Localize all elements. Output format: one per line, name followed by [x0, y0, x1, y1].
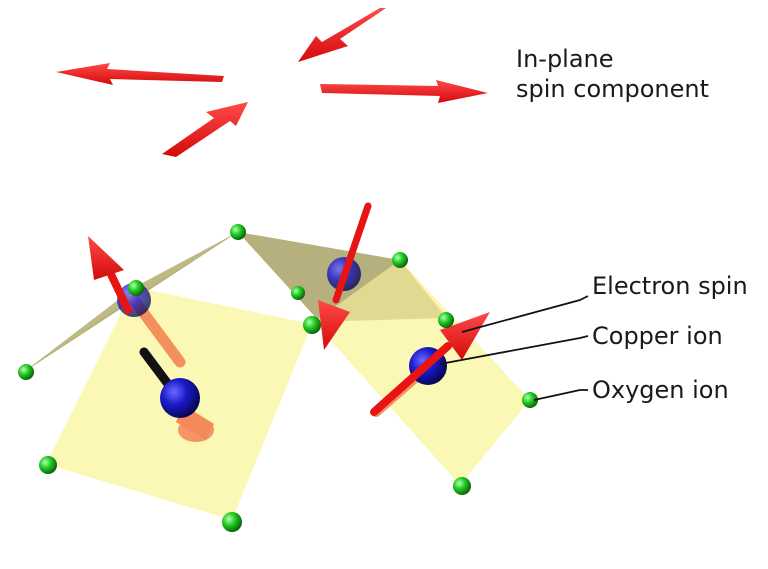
oxygen-ion-icon	[438, 312, 454, 328]
oxygen-ion-icon	[291, 286, 305, 300]
front-plaquette-right-shade	[314, 260, 446, 322]
in-plane-arrows	[56, 8, 488, 157]
spin-arrowhead-icon	[318, 300, 350, 350]
in-plane-arrow-icon	[298, 8, 386, 62]
spin-arrowhead-icon	[88, 236, 124, 280]
in-plane-label-line1: In-plane	[516, 45, 614, 73]
oxygen-ion-icon	[128, 280, 144, 296]
in-plane-label-line2: spin component	[516, 75, 710, 103]
oxygen-ion-icon	[230, 224, 246, 240]
callout-lines	[439, 295, 589, 401]
callout-oxygen-ion	[533, 389, 588, 401]
electron-spin-arrows	[88, 202, 490, 416]
oxygen-ion-label: Oxygen ion	[592, 376, 729, 404]
oxygen-ion-icon	[522, 392, 538, 408]
in-plane-arrow-icon	[56, 63, 224, 85]
oxygen-ion-icon	[18, 364, 34, 380]
callout-copper-ion	[439, 335, 589, 365]
oxygen-ion-icon	[39, 456, 57, 474]
oxygen-ion-icon	[303, 316, 321, 334]
oxygen-ion-icon	[392, 252, 408, 268]
oxygen-ions	[18, 224, 538, 532]
copper-ion-label: Copper ion	[592, 322, 723, 350]
callout-electron-spin	[461, 295, 589, 333]
copper-ion-icon	[160, 378, 200, 418]
in-plane-spin-label: In-plane spin component	[516, 44, 709, 104]
spin-arrowhead-icon	[440, 312, 490, 360]
electron-spin-label: Electron spin	[592, 272, 748, 300]
in-plane-arrow-icon	[162, 102, 248, 157]
in-plane-arrow-icon	[320, 80, 488, 103]
oxygen-ion-icon	[453, 477, 471, 495]
oxygen-ion-icon	[222, 512, 242, 532]
